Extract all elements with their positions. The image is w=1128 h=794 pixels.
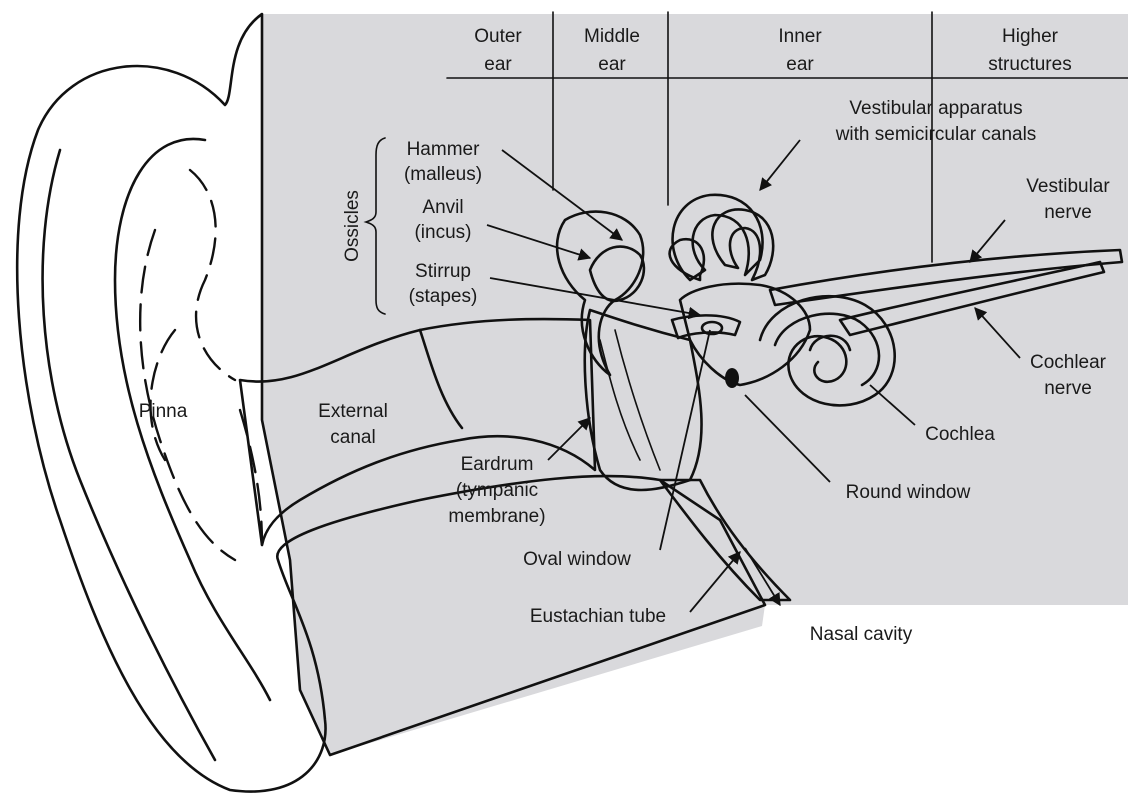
header-outer-ear-line2: ear [484, 54, 512, 75]
label-hammer-line1: Hammer [407, 139, 481, 160]
header-higher-structures-line2: structures [988, 54, 1071, 75]
label-eardrum-line1: Eardrum [461, 454, 534, 475]
header-middle-ear-line2: ear [598, 54, 626, 75]
label-eustachian-tube: Eustachian tube [530, 606, 666, 627]
header-outer-ear-line1: Outer [474, 26, 522, 47]
label-pinna: Pinna [139, 401, 188, 422]
header-higher-structures-line1: Higher [1002, 26, 1059, 47]
label-vestibular-apparatus-line1: Vestibular apparatus [849, 98, 1022, 119]
label-cochlear-nerve-line2: nerve [1044, 378, 1092, 399]
label-ossicles: Ossicles [342, 190, 363, 262]
label-stirrup-line1: Stirrup [415, 261, 471, 282]
label-eardrum-line2: (tympanic [456, 480, 538, 501]
label-vestibular-nerve-line2: nerve [1044, 202, 1092, 223]
label-eardrum-line3: membrane) [448, 506, 545, 527]
header-middle-ear-line1: Middle [584, 26, 640, 47]
label-cochlea: Cochlea [925, 424, 995, 445]
label-round-window: Round window [846, 482, 971, 503]
label-anvil-line2: (incus) [414, 222, 471, 243]
label-hammer-line2: (malleus) [404, 164, 482, 185]
label-external-canal-line2: canal [330, 427, 375, 448]
label-oval-window: Oval window [523, 549, 631, 570]
label-external-canal-line1: External [318, 401, 388, 422]
header-inner-ear-line2: ear [786, 54, 814, 75]
header-inner-ear-line1: Inner [778, 26, 822, 47]
label-cochlear-nerve-line1: Cochlear [1030, 352, 1107, 373]
label-vestibular-apparatus-line2: with semicircular canals [835, 124, 1037, 145]
label-nasal-cavity: Nasal cavity [810, 624, 913, 645]
label-vestibular-nerve-line1: Vestibular [1026, 176, 1110, 197]
label-anvil-line1: Anvil [422, 197, 463, 218]
label-stirrup-line2: (stapes) [409, 286, 478, 307]
